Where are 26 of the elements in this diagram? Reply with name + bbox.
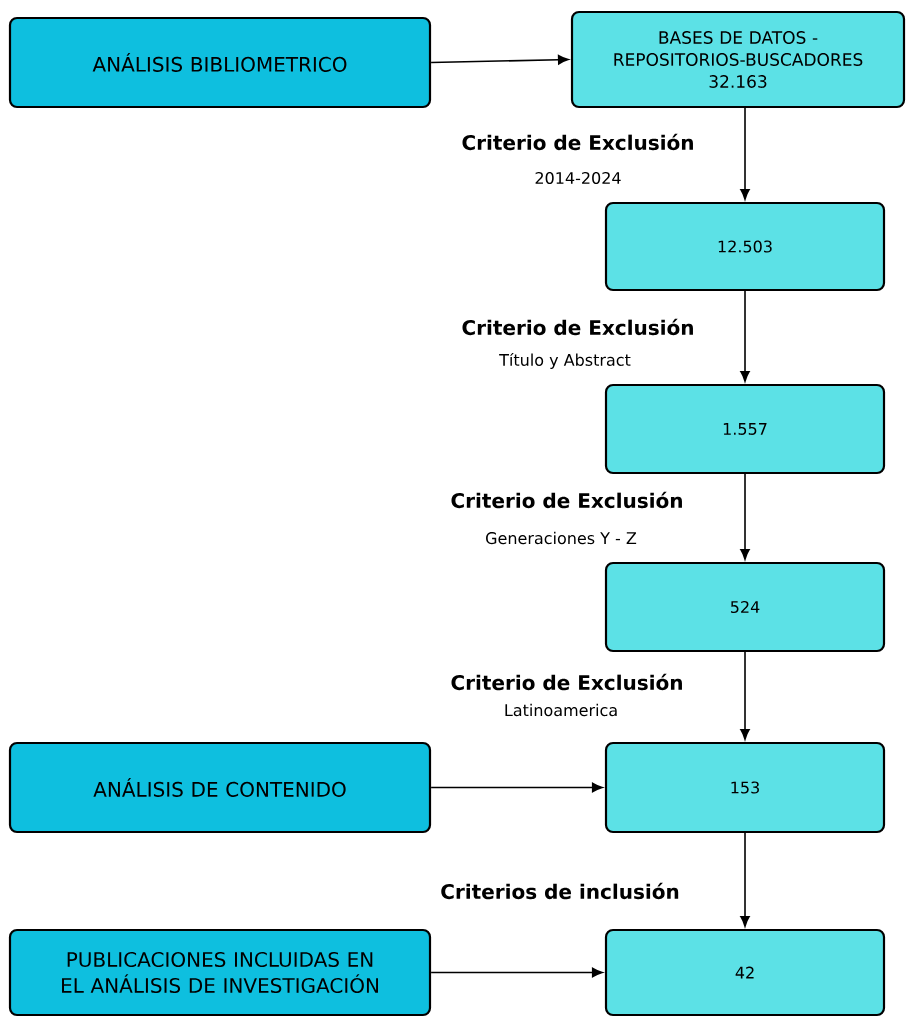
arrow: [740, 473, 750, 560]
process-box: BASES DE DATOS - REPOSITORIOS-BUSCADORES 32.163: [570, 10, 906, 109]
process-box: 153: [604, 741, 886, 834]
arrow: [740, 651, 750, 740]
criterion-heading: Criterio de Exclusión: [451, 673, 682, 691]
criterion-text: Latinoamerica: [505, 703, 617, 717]
arrow: [430, 782, 603, 793]
arrow: [740, 107, 750, 200]
stage-box: ANÁLISIS BIBLIOMETRICO: [8, 16, 432, 109]
criterion-text: 2014-2024: [535, 171, 621, 185]
process-box: 524: [604, 561, 886, 653]
criterion-heading: Criterio de Exclusión: [462, 133, 693, 151]
arrow: [430, 967, 603, 978]
criterion-heading: Criterio de Exclusión: [451, 491, 682, 509]
process-box: 12.503: [604, 201, 886, 292]
stage-box: ANÁLISIS DE CONTENIDO: [8, 741, 432, 834]
process-box: 1.557: [604, 383, 886, 475]
criterion-heading: Criterios de inclusión: [441, 882, 679, 900]
criterion-text: Título y Abstract: [499, 352, 631, 370]
criterion-text: Generaciones Y - Z: [486, 531, 637, 545]
arrow: [740, 290, 750, 382]
criterion-heading: Criterio de Exclusión: [462, 318, 693, 336]
arrow: [740, 832, 750, 927]
stage-box: PUBLICACIONES INCLUIDAS EN EL ANÁLISIS DE INVESTIGACIÓN: [8, 928, 432, 1017]
arrow: [430, 54, 569, 65]
process-box: 42: [604, 928, 886, 1017]
